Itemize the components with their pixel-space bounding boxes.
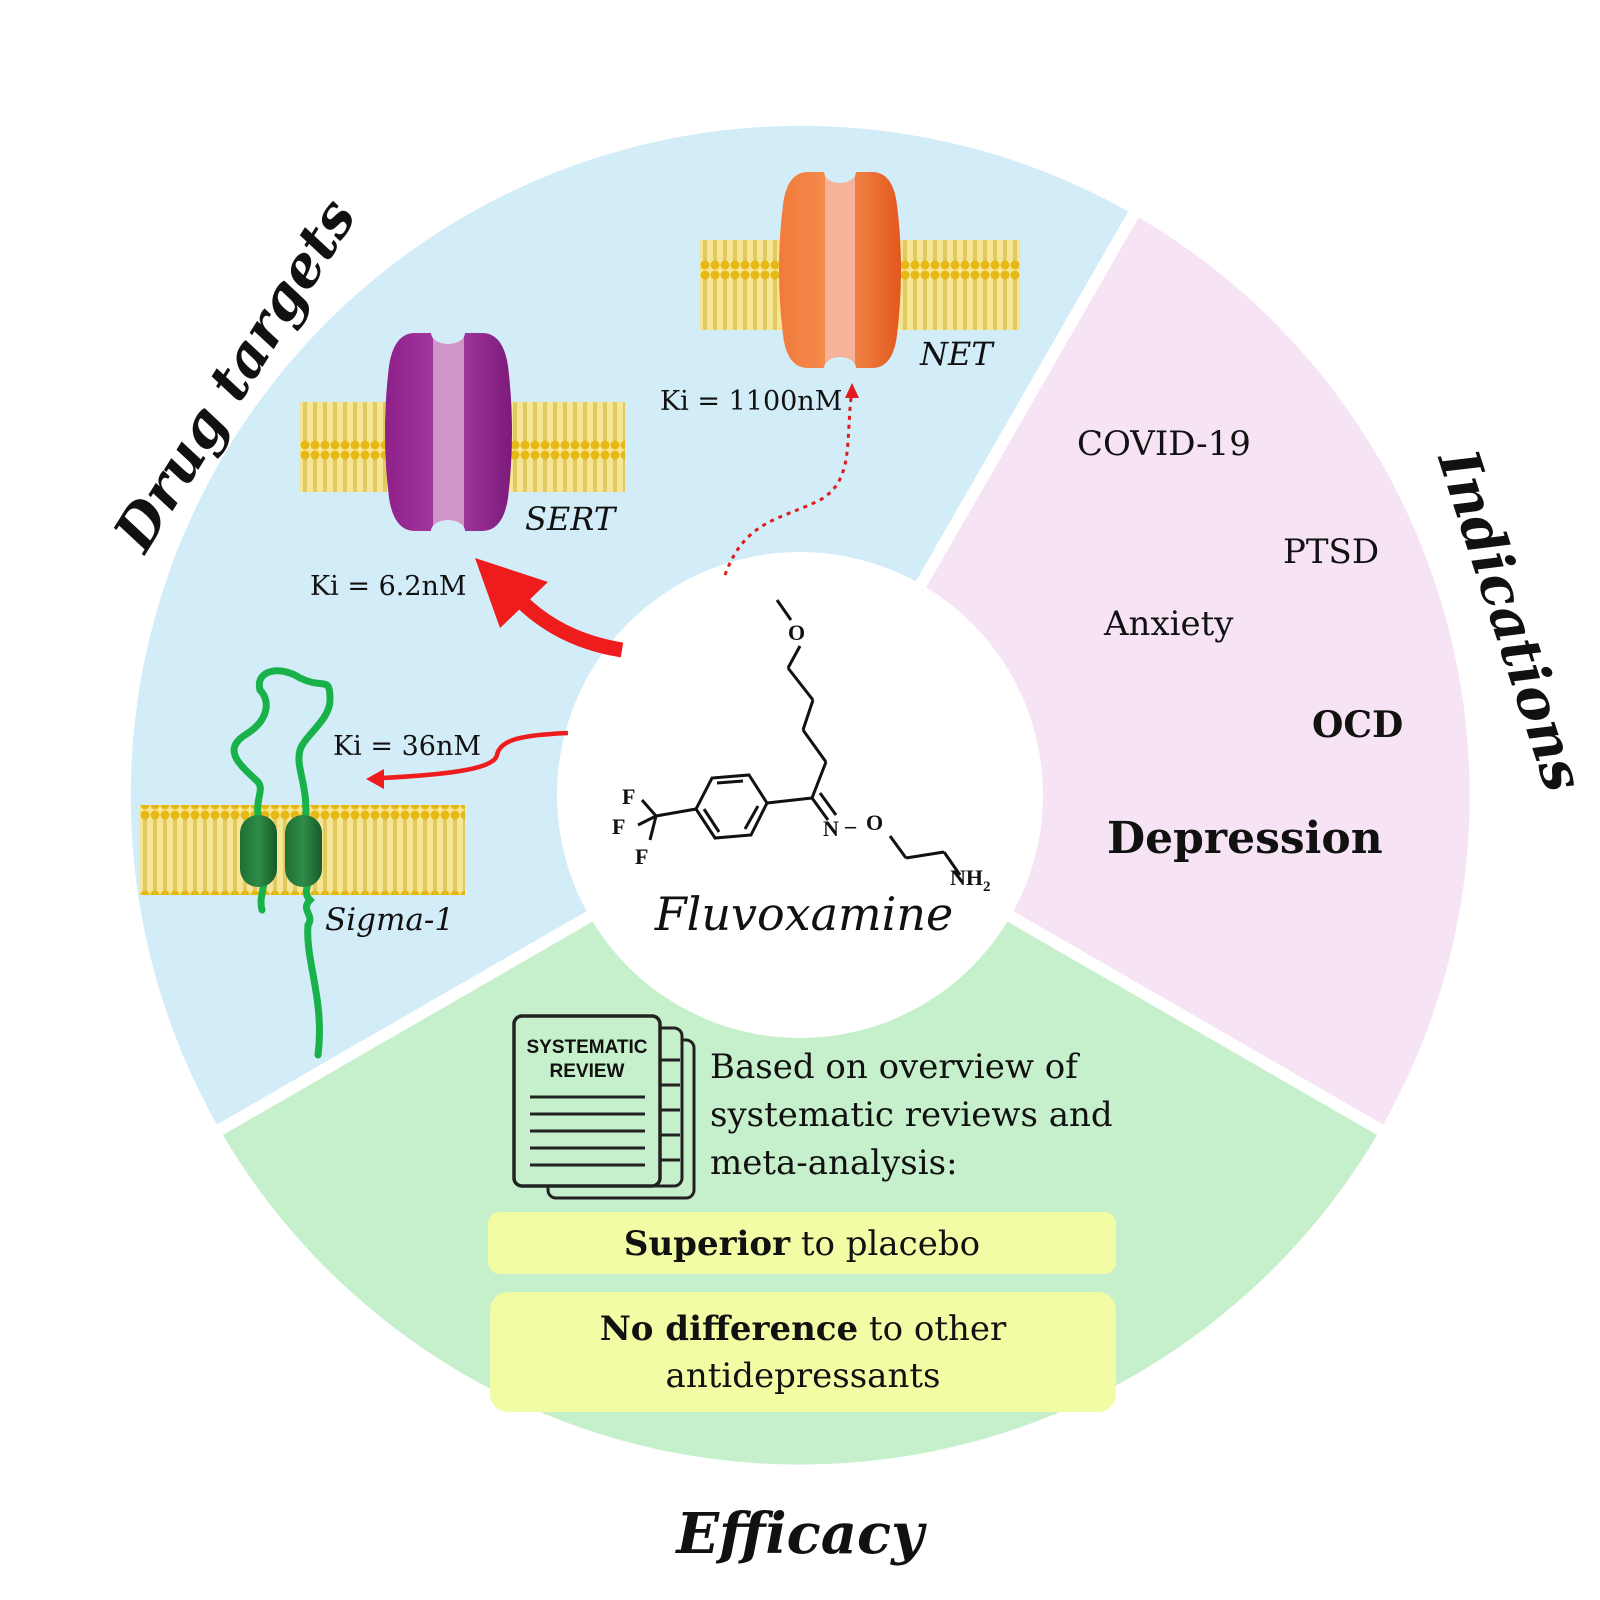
net-notch: [824, 357, 856, 379]
center-circle: [557, 552, 1043, 1038]
sert-ki: Ki = 6.2nM: [310, 571, 467, 602]
atom-f: F: [635, 844, 648, 869]
atom-o-oxime: O: [866, 810, 883, 835]
sert-label: SERT: [525, 500, 618, 538]
sigma1-helix: [240, 815, 277, 887]
indication-anxiety: Anxiety: [1103, 604, 1234, 644]
sigma1-tail: [301, 866, 323, 1059]
efficacy-basis: systematic reviews and: [710, 1095, 1113, 1135]
indication-depression: Depression: [1107, 813, 1383, 864]
indications-sector: [800, 214, 1470, 1130]
bond-dash: –: [844, 813, 857, 838]
sert-arrow-head: [475, 558, 548, 628]
section-title-efficacy: Efficacy: [674, 1501, 927, 1567]
net-notch: [824, 161, 856, 183]
sigma1-label: Sigma-1: [325, 902, 454, 938]
efficacy-basis: meta-analysis:: [710, 1143, 958, 1183]
sert-transporter: SERT: [300, 322, 625, 542]
systematic-review-icon: SYSTEMATIC REVIEW: [512, 1014, 696, 1200]
sert-arrow-shaft: [514, 594, 624, 658]
drug-name: Fluvoxamine: [654, 887, 953, 941]
net-label: NET: [919, 335, 995, 373]
net-arrow-head: [845, 383, 859, 398]
net-transporter: NET: [700, 161, 1020, 379]
doc-title: SYSTEMATIC: [526, 1037, 647, 1058]
result-antidepressants-line2: antidepressants: [666, 1356, 941, 1396]
indication-covid: COVID-19: [1077, 424, 1251, 464]
result-placebo: Superior to placebo: [624, 1224, 980, 1264]
doc-title: REVIEW: [550, 1061, 625, 1082]
atom-f: F: [622, 784, 635, 809]
atom-nh2: NH2: [950, 865, 991, 895]
indication-ocd: OCD: [1312, 704, 1403, 746]
net-channel: [825, 172, 855, 368]
sigma1-chain: [230, 667, 334, 834]
result-box-antidepressants: [490, 1292, 1116, 1412]
atom-f: F: [612, 814, 625, 839]
atom-o-methoxy: O: [788, 620, 805, 645]
sigma1-arrow: [381, 730, 569, 781]
result-box-placebo: [488, 1212, 1116, 1274]
net-arrow: [723, 389, 854, 576]
sigma1-arrow-head: [366, 769, 384, 789]
sert-notch: [431, 520, 465, 542]
sigma1-helix: [285, 815, 322, 887]
atom-n: N: [823, 816, 839, 841]
sigma1-receptor: Sigma-1: [140, 667, 465, 1059]
sert-channel: [433, 333, 464, 531]
indication-ptsd: PTSD: [1283, 532, 1379, 572]
result-antidepressants: No difference to other: [600, 1309, 1007, 1349]
fluvoxamine-structure: [637, 599, 962, 876]
sert-notch: [431, 322, 465, 344]
net-ki: Ki = 1100nM: [660, 386, 842, 417]
efficacy-basis: Based on overview of: [710, 1047, 1080, 1087]
sigma1-ki: Ki = 36nM: [333, 731, 481, 762]
